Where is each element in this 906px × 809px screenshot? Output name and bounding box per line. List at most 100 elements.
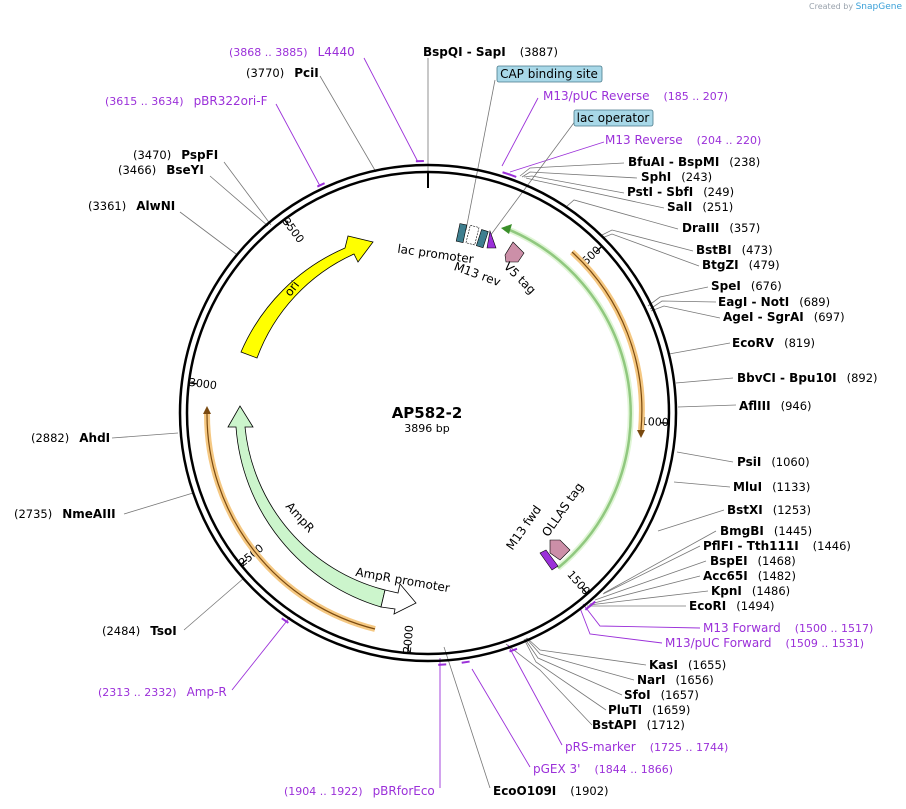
tick-label-3500: 3500 (280, 215, 307, 245)
enzyme-bstapi[interactable]: BstAPI (1712) (592, 718, 685, 732)
enzyme-eagi-noti[interactable]: EagI - NotI(689) (718, 295, 830, 309)
enzyme-psii[interactable]: PsiI(1060) (737, 455, 810, 469)
enzyme-name: PstI - SbfI (627, 185, 693, 199)
ampr-promoter-arrow[interactable] (380, 583, 417, 615)
primer-mark-m13-puc-forward[interactable] (584, 603, 593, 611)
primer-mark-amp-r[interactable] (281, 617, 289, 624)
enzyme-pos: (1712) (647, 718, 685, 732)
enzyme-pos: (946) (781, 399, 812, 413)
enzyme-name: BstAPI (592, 718, 637, 732)
primer-mark-m13-reverse[interactable] (508, 173, 517, 178)
enzyme-pflfi-tth111i[interactable]: PflFI - Tth111I(1446) (703, 539, 851, 553)
enzyme-afliii[interactable]: AflIII(946) (739, 399, 812, 413)
primer-pbr322ori-f[interactable]: (3615 .. 3634)pBR322ori-F (105, 94, 268, 108)
enzyme-name: EcoRI (689, 599, 726, 613)
primer-pgex-3[interactable]: pGEX 3'(1844 .. 1866) (533, 762, 673, 776)
enzyme-sfoi[interactable]: SfoI(1657) (624, 688, 699, 702)
feature-lac-promoter[interactable]: lac promoter M13 rev (397, 223, 503, 290)
primer-prs-marker[interactable]: pRS-marker(1725 .. 1744) (565, 740, 728, 754)
primer-l4440[interactable]: (3868 .. 3885)L4440 (229, 45, 355, 59)
box-lac-operator[interactable]: lac operator (573, 109, 654, 127)
cap-binding-site-box[interactable] (496, 65, 603, 83)
enzyme-pos: (1446) (813, 539, 851, 553)
m13-rev-arrow[interactable] (486, 229, 497, 249)
enzyme-name: BmgBI (720, 524, 764, 538)
lac-promoter-box[interactable] (465, 224, 480, 246)
enzyme-ecori[interactable]: EcoRI(1494) (689, 599, 775, 613)
ori-arrow[interactable] (240, 235, 374, 359)
lead-bstxi (657, 509, 725, 532)
enzyme-kpni[interactable]: KpnI(1486) (711, 584, 790, 598)
primer-mark-pgex-3[interactable] (461, 660, 470, 664)
enzyme-ecorv[interactable]: EcoRV(819) (732, 336, 815, 350)
enzyme-pos: (3470) (133, 148, 171, 162)
enzyme-draiii[interactable]: DraIII(357) (682, 221, 760, 235)
tick-label-1000: 1000 (641, 415, 670, 429)
enzyme-acc65i[interactable]: Acc65I(1482) (703, 569, 796, 583)
enzyme-nmeaiii[interactable]: (2735)NmeAIII (14, 507, 116, 521)
cap-site-box[interactable] (455, 223, 468, 243)
enzyme-sali[interactable]: SalI(251) (667, 200, 733, 214)
primer-m13-reverse[interactable]: M13 Reverse(204 .. 220) (605, 133, 761, 147)
box-cap-binding-site[interactable]: CAP binding site (496, 65, 603, 83)
enzyme-pos: (238) (729, 155, 760, 169)
enzyme-pos: (892) (847, 371, 878, 385)
enzyme-bbvci-bpu10i[interactable]: BbvCI - Bpu10I (892) (737, 371, 878, 385)
enzyme-bseyi[interactable]: (3466)BseYI (118, 163, 204, 177)
enzyme-pos: (1486) (752, 584, 790, 598)
primer-pbrforeco[interactable]: (1904 .. 1922)pBRforEco (284, 784, 435, 798)
enzyme-pcii[interactable]: (3770)PciI (246, 66, 319, 80)
feature-ori[interactable]: ori (240, 235, 374, 359)
enzyme-bspqi-sapi[interactable]: BspQI - SapI(3887) (423, 45, 558, 59)
primer-m13-forward[interactable]: M13 Forward(1500 .. 1517) (703, 621, 873, 635)
enzyme-pspfi[interactable]: (3470)PspFI (133, 148, 218, 162)
snapgene-logo: SnapGene (855, 2, 902, 12)
lead-amp-r (231, 616, 291, 691)
ollas-tag-arrow[interactable] (549, 539, 571, 561)
primer-amp-r[interactable]: (2313 .. 2332)Amp-R (98, 685, 227, 699)
lead-agei (650, 305, 721, 319)
ollas-tag-label: OLLAS tag (539, 480, 586, 539)
enzyme-name: BstXI (727, 503, 763, 517)
lac-operator-label: lac operator (577, 111, 650, 125)
feature-v5-tag[interactable]: V5 tag (501, 241, 539, 297)
lac-operator-label-box[interactable] (573, 109, 654, 127)
enzyme-nari[interactable]: NarI(1656) (637, 673, 714, 687)
enzyme-spei[interactable]: SpeI(676) (711, 279, 782, 293)
primer-mark-prs-marker[interactable] (509, 647, 518, 653)
enzyme-pluti[interactable]: PluTI(1659) (608, 703, 690, 717)
backbone-outer (178, 163, 678, 663)
lead-acc65i (589, 575, 701, 605)
feature-orange-arc-left[interactable] (203, 413, 376, 632)
enzyme-sphi[interactable]: SphI(243) (641, 170, 712, 184)
primer-mark-pbr322ori-f[interactable] (316, 182, 326, 188)
enzyme-mlui[interactable]: MluI(1133) (733, 480, 810, 494)
enzyme-tsoi[interactable]: (2484) TsoI (102, 624, 177, 638)
v5-tag-arrow[interactable] (504, 241, 525, 263)
enzyme-bstxi[interactable]: BstXI(1253) (727, 503, 811, 517)
enzyme-btgzi[interactable]: BtgZI(479) (702, 258, 780, 272)
enzyme-bspei[interactable]: BspEI(1468) (710, 554, 796, 568)
enzyme-name: BbvCI - Bpu10I (737, 371, 837, 385)
primer-m13-puc-forward[interactable]: M13/pUC Forward(1509 .. 1531) (665, 636, 864, 650)
enzyme-name: PciI (294, 66, 319, 80)
lead-cap-binding-site (465, 79, 496, 231)
primer-name: M13 Forward (703, 621, 781, 635)
ampr-arrow[interactable] (227, 405, 386, 608)
m13-fwd-arrow[interactable] (539, 549, 559, 571)
enzyme-pos: (2484) (102, 624, 140, 638)
enzyme-bmgbi[interactable]: BmgBI(1445) (720, 524, 812, 538)
lead-bmgbi (603, 530, 717, 594)
enzyme-bfuai-bspmi[interactable]: BfuAI - BspMI(238) (628, 155, 760, 169)
enzyme-name: TsoI (150, 624, 176, 638)
snapgene-brand: Created by SnapGene (809, 2, 902, 12)
lac-operator-box[interactable] (475, 229, 489, 249)
enzyme-bstbi[interactable]: BstBI(473) (696, 243, 773, 257)
enzyme-eco0109i[interactable]: EcoO109I(1902) (493, 784, 609, 798)
primer-m13-puc-reverse[interactable]: M13/pUC Reverse(185 .. 207) (543, 89, 728, 103)
enzyme-psti-sbfi[interactable]: PstI - SbfI(249) (627, 185, 734, 199)
enzyme-agei-sgrai[interactable]: AgeI - SgrAI(697) (723, 310, 845, 324)
enzyme-kasi[interactable]: KasI(1655) (649, 658, 726, 672)
enzyme-ahdi[interactable]: (2882)AhdI (31, 431, 110, 445)
enzyme-alwni[interactable]: (3361)AlwNI (88, 199, 175, 213)
